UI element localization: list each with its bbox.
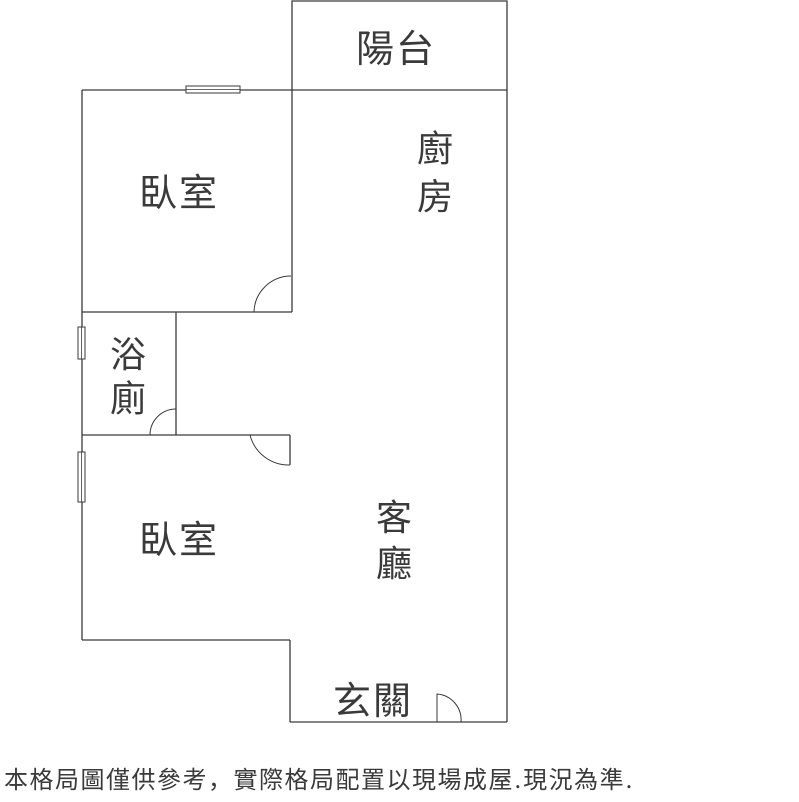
- entrance-label: 玄關: [333, 679, 413, 723]
- bedroom-bottom-label: 臥室: [139, 518, 219, 562]
- bathroom-label-line2: 廁: [110, 379, 146, 420]
- room-labels: 陽台 廚 房 臥室 浴 廁 臥室 客 廳 玄關: [110, 27, 453, 723]
- bedroom-top-door: [253, 275, 292, 313]
- bedroom-top-label: 臥室: [139, 171, 219, 215]
- balcony-label: 陽台: [356, 27, 436, 71]
- bathroom-label-line1: 浴: [110, 335, 146, 376]
- windows: [77, 85, 241, 503]
- window-bedroom-bottom: [77, 451, 86, 503]
- kitchen-label-line2: 房: [417, 177, 453, 218]
- bathroom-door: [149, 408, 177, 436]
- bedroom-bottom-door: [249, 434, 291, 466]
- living-label-line2: 廳: [376, 544, 412, 585]
- disclaimer-note: 本格局圖僅供參考，實際格局配置以現場成屋.現況為準.: [4, 766, 635, 794]
- kitchen-label-line1: 廚: [417, 129, 453, 170]
- living-label-line1: 客: [376, 498, 412, 539]
- balcony-room: [291, 0, 508, 90]
- balcony-walls: [291, 0, 508, 90]
- walls: [81, 89, 508, 723]
- window-bathroom: [77, 326, 86, 360]
- doors: [149, 275, 462, 723]
- window-top: [185, 85, 241, 94]
- entrance-door: [436, 693, 462, 723]
- floor-plan: 陽台 廚 房 臥室 浴 廁 臥室 客 廳 玄關: [77, 0, 508, 723]
